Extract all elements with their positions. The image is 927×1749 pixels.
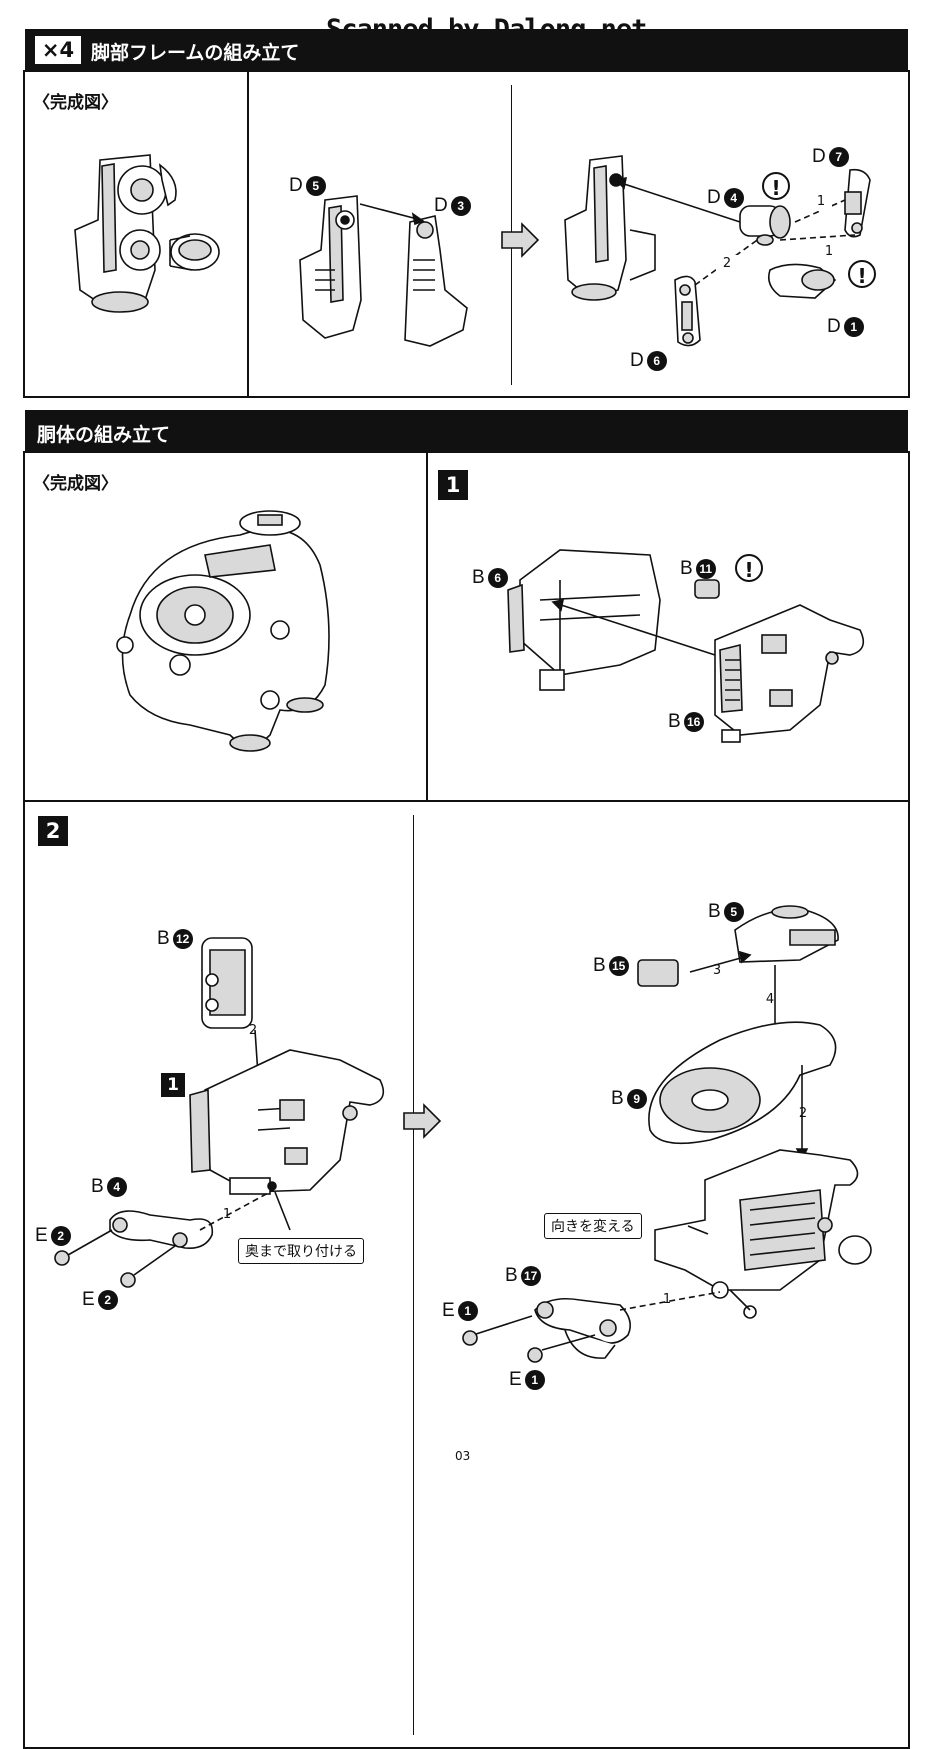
- leg-frame-complete-illustration: [74, 154, 220, 313]
- section1-frame: [23, 70, 910, 398]
- next-step-arrow: [403, 1103, 442, 1139]
- order-mark: 2: [792, 1105, 814, 1123]
- divider: [426, 451, 428, 801]
- next-step-arrow: [501, 222, 540, 258]
- order-mark: 1: [818, 243, 840, 261]
- page-number: 03: [455, 1449, 471, 1463]
- section2-title: 胴体の組み立て: [37, 424, 171, 446]
- body-step1-illustration: [507, 549, 865, 743]
- order-mark: 1: [656, 1291, 678, 1309]
- order-mark: 2: [716, 255, 738, 273]
- caution-icon: !: [735, 554, 763, 582]
- section2-header: 胴体の組み立て: [25, 410, 908, 452]
- complete-label: 〈完成図〉: [33, 93, 118, 113]
- quantity-badge: ×4: [35, 36, 81, 64]
- caution-icon: !: [762, 172, 790, 200]
- divider: [23, 800, 910, 802]
- frame-halves-illustration: [299, 195, 468, 347]
- complete-label: 〈完成図〉: [33, 474, 118, 494]
- body-step2-right-illustration: [462, 905, 872, 1363]
- divider: [413, 815, 414, 1735]
- leg-exploded-illustration: [564, 155, 871, 347]
- caution-icon: !: [848, 260, 876, 288]
- section1-header: ×4 脚部フレームの組み立て: [25, 29, 908, 71]
- divider: [247, 70, 249, 398]
- ref-step-number: 1: [161, 1073, 185, 1097]
- section1-title: 脚部フレームの組み立て: [91, 42, 300, 64]
- callout-note: 向きを変える: [544, 1213, 642, 1239]
- body-complete-illustration: [116, 510, 330, 752]
- callout-note: 奥まで取り付ける: [238, 1238, 364, 1264]
- step-number: 2: [38, 816, 68, 846]
- step-number: 1: [438, 470, 468, 500]
- order-mark: 1: [810, 193, 832, 211]
- body-step2-left-illustration: [54, 937, 385, 1288]
